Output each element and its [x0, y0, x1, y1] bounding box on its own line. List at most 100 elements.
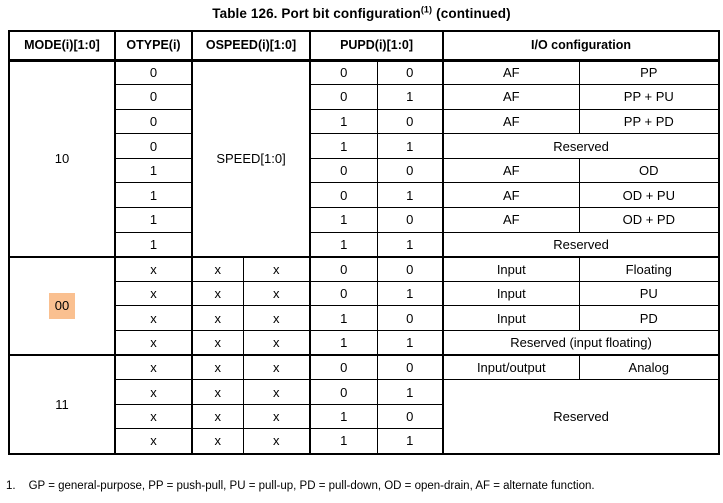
cell-pupd-bit0: 0: [376, 207, 444, 233]
cell-io-reserved: Reserved: [442, 133, 720, 159]
table-row: x x x 1 0 Input PD: [9, 305, 720, 332]
cell-ospeed-bit1: x: [191, 379, 244, 405]
cell-io-config: OD + PU: [578, 182, 720, 209]
table-row: 1 0 0 AF OD: [9, 157, 720, 184]
cell-io-config: PP + PU: [578, 84, 720, 110]
cell-ospeed-bit1: x: [191, 255, 244, 282]
cell-io-type: Input/output: [442, 354, 580, 381]
cell-otype: x: [114, 305, 193, 332]
cell-otype: x: [114, 354, 193, 381]
cell-pupd-bit1: 1: [309, 108, 378, 135]
cell-ospeed-bit1: x: [191, 305, 244, 332]
cell-pupd-bit0: 0: [376, 305, 444, 332]
cell-pupd-bit0: 1: [376, 133, 444, 159]
cell-ospeed-bit1: x: [191, 403, 244, 430]
table-title-continued: (continued): [436, 6, 511, 21]
cell-otype: x: [114, 330, 193, 356]
cell-ospeed-bit0: x: [242, 330, 311, 356]
cell-io-type: Input: [442, 305, 580, 332]
cell-pupd-bit1: 1: [309, 207, 378, 233]
table-row: 0 1 0 AF PP + PD: [9, 108, 720, 135]
cell-otype: x: [114, 379, 193, 405]
table-row: 11 x x x 0 0 Input/output Analog: [8, 354, 720, 455]
cell-pupd-bit0: 0: [376, 157, 444, 184]
port-bit-configuration-table: MODE(i)[1:0] OTYPE(i) OSPEED(i)[1:0] PUP…: [8, 30, 721, 455]
cell-otype: 0: [114, 133, 193, 159]
cell-ospeed-bit1: x: [191, 330, 244, 356]
cell-pupd-bit1: 0: [309, 157, 378, 184]
cell-otype: x: [114, 255, 193, 282]
cell-pupd-bit0: 0: [376, 255, 444, 282]
cell-pupd-bit0: 1: [376, 182, 444, 209]
table-row: x x x 1 1: [9, 428, 719, 454]
cell-io-type: AF: [442, 182, 580, 209]
cell-io-type: AF: [442, 157, 580, 184]
cell-otype: x: [114, 280, 193, 307]
cell-ospeed-merged: SPEED[1:0]: [190, 59, 311, 258]
table-title-text: Table 126. Port bit configuration: [212, 6, 421, 21]
cell-pupd-bit0: 0: [376, 59, 444, 86]
cell-io-config: PP + PD: [578, 108, 720, 135]
cell-pupd-bit1: 0: [309, 379, 378, 405]
table-title-superscript: (1): [420, 4, 433, 15]
cell-pupd-bit0: 0: [376, 403, 444, 430]
cell-ospeed-bit0: x: [242, 428, 311, 454]
table-row: 10 0 SPEED[1:0] 0 0 AF PP: [8, 59, 720, 258]
cell-ospeed-bit1: x: [191, 428, 244, 454]
cell-pupd-bit0: 1: [376, 330, 444, 356]
cell-io-type: AF: [442, 84, 580, 110]
cell-io-type: AF: [442, 108, 580, 135]
cell-ospeed-bit0: x: [242, 379, 311, 405]
cell-otype: 0: [114, 108, 193, 135]
cell-pupd-bit1: 0: [309, 280, 378, 307]
cell-otype: x: [114, 428, 193, 454]
table-row: x x x 0 1 Reserved: [9, 379, 720, 454]
table-row: 0 0 1 AF PP + PU: [9, 84, 720, 110]
cell-mode-10: 10: [8, 59, 116, 258]
cell-ospeed-bit0: x: [242, 280, 311, 307]
table-row: 00 x x x 0 0 Input Floating: [8, 255, 720, 356]
cell-io-type: Input: [442, 280, 580, 307]
cell-otype: 1: [114, 182, 193, 209]
cell-io-config: PU: [578, 280, 720, 307]
cell-pupd-bit1: 1: [309, 133, 378, 159]
cell-pupd-bit1: 0: [309, 255, 378, 282]
cell-pupd-bit1: 1: [309, 231, 378, 258]
cell-ospeed-bit0: x: [242, 354, 311, 381]
cell-io-type: AF: [442, 207, 580, 233]
table-row: x x x 1 1 Reserved (input floating): [9, 330, 720, 356]
footnote-text: GP = general-purpose, PP = push-pull, PU…: [28, 480, 595, 492]
cell-otype: x: [114, 403, 193, 430]
cell-pupd-bit1: 1: [309, 428, 378, 454]
column-header-pupd: PUPD(i)[1:0]: [309, 30, 444, 62]
cell-otype: 0: [114, 84, 193, 110]
cell-pupd-bit0: 1: [376, 280, 444, 307]
cell-pupd-bit1: 0: [309, 59, 378, 86]
cell-pupd-bit1: 0: [309, 182, 378, 209]
cell-pupd-bit0: 1: [376, 84, 444, 110]
cell-pupd-bit0: 1: [376, 231, 444, 258]
cell-pupd-bit1: 1: [309, 403, 378, 430]
table-title: Table 126. Port bit configuration(1)(con…: [0, 4, 723, 21]
cell-mode-11: 11: [8, 354, 116, 455]
cell-pupd-bit1: 0: [309, 354, 378, 381]
cell-io-config: OD: [578, 157, 720, 184]
cell-io-config: Analog: [578, 354, 720, 381]
cell-pupd-bit0: 1: [376, 379, 444, 405]
cell-io-reserved: Reserved (input floating): [442, 330, 720, 356]
cell-ospeed-bit0: x: [242, 305, 311, 332]
column-header-io-configuration: I/O configuration: [442, 30, 720, 62]
table-row: x x x 0 1 Input PU: [9, 280, 720, 307]
table-row: 1 0 1 AF OD + PU: [9, 182, 720, 209]
highlighted-mode-value: 00: [48, 292, 76, 319]
header-row: MODE(i)[1:0] OTYPE(i) OSPEED(i)[1:0] PUP…: [8, 30, 720, 62]
cell-pupd-bit1: 1: [309, 305, 378, 332]
table-row: 1 1 0 AF OD + PD: [9, 207, 720, 233]
cell-io-config: PP: [578, 59, 720, 86]
cell-io-type: AF: [442, 59, 580, 86]
column-header-ospeed: OSPEED(i)[1:0]: [190, 30, 311, 62]
cell-ospeed-bit0: x: [242, 403, 311, 430]
cell-otype: 0: [114, 59, 193, 86]
cell-mode-00: 00: [8, 255, 116, 356]
